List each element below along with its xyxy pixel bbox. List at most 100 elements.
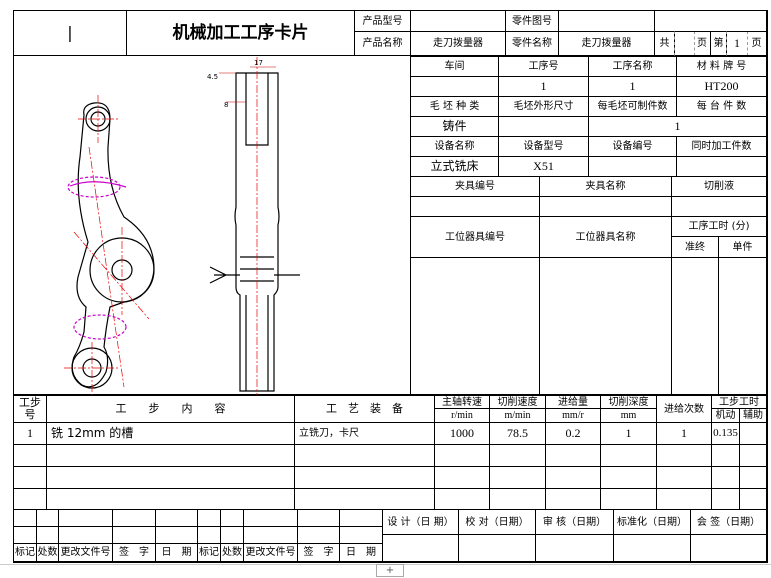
step-spindle[interactable]: 1000 [434,422,490,445]
blank-type-value[interactable]: 铸件 [410,116,499,137]
spindle-header: 主轴转速 [434,395,490,409]
revision-cell[interactable] [220,509,244,527]
prep-time-value[interactable] [671,257,719,395]
revision-cell[interactable] [197,509,221,527]
empty-step-cell[interactable] [545,444,601,467]
empty-step-cell[interactable] [294,444,435,467]
empty-step-cell[interactable] [656,444,712,467]
check-sign[interactable] [458,534,536,562]
step-depth[interactable]: 1 [600,422,657,445]
speed-header: 切削速度 [489,395,546,409]
revision-cell[interactable] [297,509,340,527]
info-header: 设备编号 [588,136,677,157]
empty-step-cell[interactable] [545,466,601,489]
add-sheet-button[interactable]: + [376,564,404,577]
empty-step-cell[interactable] [434,488,490,510]
step-feed[interactable]: 0.2 [545,422,601,445]
empty-step-cell[interactable] [13,466,47,489]
revision-cell[interactable] [155,526,198,544]
step-machine-time[interactable]: 0.135 [711,422,740,445]
empty-step-cell[interactable] [739,466,767,489]
step-content[interactable]: 铣 12mm 的槽 [46,422,295,445]
empty-step-cell[interactable] [711,488,740,510]
empty-step-cell[interactable] [600,444,657,467]
empty-step-cell[interactable] [294,466,435,489]
simultaneous-value[interactable] [676,156,767,177]
step-speed[interactable]: 78.5 [489,422,546,445]
step-aux-time[interactable] [739,422,767,445]
product-model-value[interactable] [410,10,506,32]
change-doc-label: 更改文件号 [243,543,298,562]
equipment-no-value[interactable] [588,156,677,177]
dimension-label: 8 [224,101,228,109]
revision-cell[interactable] [155,509,198,527]
pieces-per-blank-value[interactable]: 1 [588,116,767,137]
design-sign[interactable] [382,534,459,562]
page-number[interactable]: 1 [726,31,748,56]
empty-step-cell[interactable] [711,466,740,489]
revision-cell[interactable] [339,509,383,527]
unit-time-value[interactable] [718,257,767,395]
part-name-value[interactable]: 走刀拨量器 [558,31,655,56]
revision-cell[interactable] [112,526,156,544]
step-no[interactable]: 1 [13,422,47,445]
info-header: 工序名称 [588,56,677,77]
empty-step-cell[interactable] [46,466,295,489]
date-label: 日 期 [155,543,198,562]
empty-step-cell[interactable] [434,466,490,489]
revision-cell[interactable] [243,526,298,544]
part-drawing-value[interactable] [558,10,655,32]
empty-step-cell[interactable] [600,488,657,510]
step-equipment[interactable]: 立铣刀，卡尺 [294,422,435,445]
equipment-model-value[interactable]: X51 [498,156,589,177]
revision-cell[interactable] [220,526,244,544]
part-drawing: 4.5 8 17 [64,57,300,395]
revision-cell[interactable] [13,526,37,544]
fixture-name-value[interactable] [539,196,672,217]
empty-step-cell[interactable] [294,488,435,510]
workshop-value[interactable] [410,76,499,97]
empty-step-cell[interactable] [46,444,295,467]
station-no-value[interactable] [410,257,540,395]
empty-step-cell[interactable] [739,444,767,467]
empty-step-cell[interactable] [13,488,47,510]
empty-step-cell[interactable] [489,444,546,467]
empty-step-cell[interactable] [46,488,295,510]
empty-step-cell[interactable] [600,466,657,489]
revision-cell[interactable] [112,509,156,527]
empty-step-cell[interactable] [545,488,601,510]
empty-step-cell[interactable] [739,488,767,510]
coolant-value[interactable] [671,196,767,217]
material-value[interactable]: HT200 [676,76,767,97]
operation-no-value[interactable]: 1 [498,76,589,97]
fixture-no-value[interactable] [410,196,540,217]
product-name-value[interactable]: 走刀拨量器 [410,31,506,56]
step-passes[interactable]: 1 [656,422,712,445]
empty-step-cell[interactable] [489,488,546,510]
revision-cell[interactable] [243,509,298,527]
revision-cell[interactable] [36,509,59,527]
revision-cell[interactable] [297,526,340,544]
review-sign[interactable] [535,534,614,562]
total-label: 共 [654,31,675,56]
revision-cell[interactable] [13,509,37,527]
total-pages[interactable] [674,31,695,56]
revision-cell[interactable] [58,526,113,544]
info-header: 每 台 件 数 [676,96,767,117]
standardize-sign[interactable] [613,534,691,562]
equipment-name-value[interactable]: 立式铣床 [410,156,499,177]
revision-cell[interactable] [36,526,59,544]
blank-size-value[interactable] [498,116,589,137]
empty-step-cell[interactable] [489,466,546,489]
revision-cell[interactable] [339,526,383,544]
empty-step-cell[interactable] [656,488,712,510]
operation-name-value[interactable]: 1 [588,76,677,97]
revision-cell[interactable] [197,526,221,544]
countersign-sign[interactable] [690,534,767,562]
empty-step-cell[interactable] [434,444,490,467]
station-name-value[interactable] [539,257,672,395]
empty-step-cell[interactable] [656,466,712,489]
empty-step-cell[interactable] [711,444,740,467]
empty-step-cell[interactable] [13,444,47,467]
revision-cell[interactable] [58,509,113,527]
